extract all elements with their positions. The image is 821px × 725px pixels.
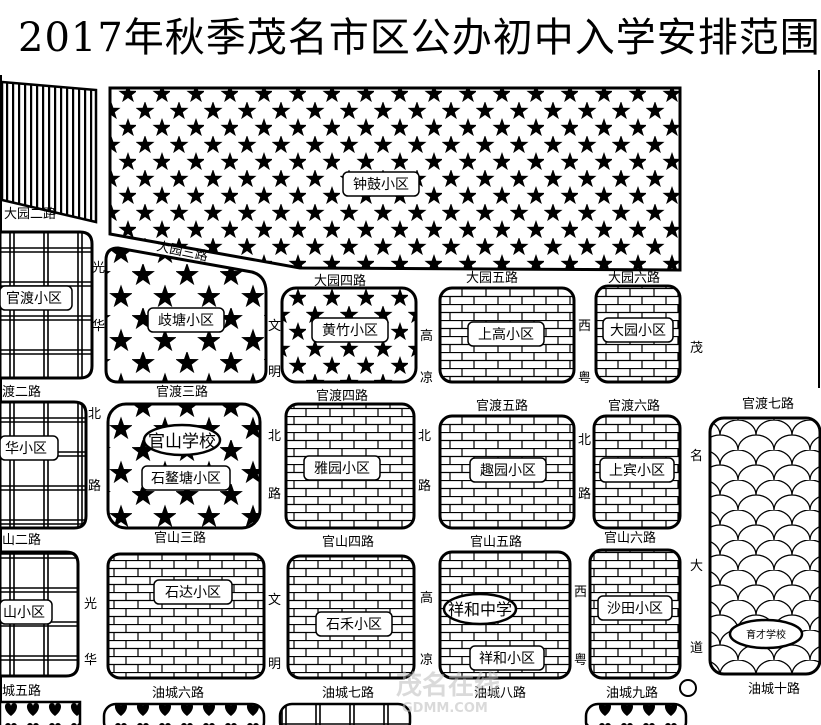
block-shanggao: 上高小区 <box>438 286 576 384</box>
road-dayuan6: 大园六路 <box>608 270 660 286</box>
road-xiyue-1a: 西 <box>578 319 591 334</box>
road-wenming-1a: 文 <box>268 319 281 334</box>
block-huangzhu: 黄竹小区 <box>280 286 418 384</box>
road-maoming-b: 名 <box>690 448 703 464</box>
block-shihe: 石禾小区 <box>286 554 416 680</box>
road-dayuan4: 大园四路 <box>314 273 366 289</box>
road-youcheng6: 油城六路 <box>152 685 204 701</box>
road-beilu-4a: 北 <box>578 433 591 448</box>
watermark: 茂名在线 GDMM.COM <box>396 670 500 716</box>
watermark-main: 茂名在线 <box>396 670 500 701</box>
road-beilu-3a: 北 <box>418 429 431 444</box>
block-xianghe-label: 祥和小区 <box>479 651 535 667</box>
road-gaoliang-2a: 高 <box>420 590 433 606</box>
block-dayuan-label: 大园小区 <box>610 323 666 339</box>
road-guandu3: 官渡三路 <box>156 384 208 400</box>
block-jitang-label: 歧塘小区 <box>158 313 214 329</box>
block-zhonggu-label: 钟鼓小区 <box>353 176 409 193</box>
road-guandu5: 官渡五路 <box>476 398 528 414</box>
road-beilu-1a: 北 <box>88 407 101 422</box>
road-xiyue-1b: 粤 <box>578 370 591 386</box>
road-guandu4: 官渡四路 <box>316 388 368 404</box>
road-gaoliang-1a: 高 <box>420 328 433 344</box>
road-beilu-4b: 路 <box>578 486 591 502</box>
school-yucai-label: 育才学校 <box>746 628 786 641</box>
block-shanggao-label: 上高小区 <box>478 326 534 343</box>
road-guanshan5: 官山五路 <box>470 534 522 550</box>
block-yayuan-label: 雅园小区 <box>314 461 370 477</box>
block-shatian: 沙田小区 <box>588 548 682 680</box>
school-guanshan-label: 官山学校 <box>148 432 216 452</box>
road-guanshan2: 山二路 <box>2 532 41 548</box>
road-youcheng8: 油城八路 <box>474 685 526 701</box>
block-guandu: 官渡小区 <box>0 230 94 380</box>
road-xiyue-2a: 西 <box>574 585 587 600</box>
road-beilu-2a: 北 <box>268 429 281 444</box>
block-shiaotang-label: 石鳌塘小区 <box>151 470 221 487</box>
road-dayuan2: 大园二路 <box>4 206 56 222</box>
road-beilu-3b: 路 <box>418 478 431 494</box>
road-guandu7: 官渡七路 <box>742 396 794 412</box>
block-shida: 石达小区 <box>106 552 266 680</box>
road-maoming-a: 茂 <box>690 341 703 356</box>
block-zhonggu: 钟鼓小区 <box>108 86 682 272</box>
road-guandu2: 渡二路 <box>2 384 41 400</box>
road-guanghua-1b: 华 <box>92 319 105 334</box>
road-guanghua-2b: 华 <box>84 653 97 668</box>
block-guandu-label: 官渡小区 <box>6 291 62 307</box>
road-gaoliang-1b: 凉 <box>420 371 433 386</box>
block-huaxiao: 华小区 <box>0 400 88 530</box>
block-shatian-label: 沙田小区 <box>607 601 663 617</box>
map-title: 2017年秋季茂名市区公办初中入学安排范围图 <box>18 15 821 61</box>
road-youcheng10: 油城十路 <box>748 681 800 697</box>
block-huangzhu-label: 黄竹小区 <box>322 322 378 339</box>
road-wenming-2a: 文 <box>268 593 281 608</box>
top-left-stripe-area <box>0 80 98 224</box>
block-quyuan: 趣园小区 <box>438 414 576 530</box>
block-yayuan: 雅园小区 <box>284 402 416 530</box>
block-shiaotang: 官山学校 石鳌塘小区 <box>106 402 262 530</box>
block-jitang: 歧塘小区 <box>104 246 268 384</box>
road-wenming-1b: 明 <box>268 365 281 380</box>
block-shanxiao: 山小区 <box>0 550 80 678</box>
block-xianghe: 祥和中学 祥和小区 <box>438 550 572 680</box>
road-beilu-1b: 路 <box>88 478 101 494</box>
road-guanshan3: 官山三路 <box>154 530 206 546</box>
road-guandu6: 官渡六路 <box>608 398 660 414</box>
block-shanxiao-label: 山小区 <box>3 605 45 621</box>
road-maoming-c: 大 <box>690 559 703 574</box>
road-gaoliang-2b: 凉 <box>420 653 433 668</box>
block-shangbin-label: 上宾小区 <box>609 463 665 479</box>
road-guanshan6: 官山六路 <box>604 530 656 546</box>
road-guanghua-1a: 光 <box>92 261 105 276</box>
road-maoming-d: 道 <box>690 641 703 656</box>
road-youcheng5: 城五路 <box>2 683 41 699</box>
block-dayuan: 大园小区 <box>594 284 682 384</box>
block-yucai-area: 育才学校 <box>708 416 821 676</box>
block-quyuan-label: 趣园小区 <box>480 463 536 479</box>
road-youcheng9: 油城九路 <box>606 685 658 701</box>
road-guanghua-2a: 光 <box>84 597 97 612</box>
block-shihe-label: 石禾小区 <box>326 617 382 633</box>
road-wenming-2b: 明 <box>268 657 281 672</box>
road-dayuan5: 大园五路 <box>466 270 518 286</box>
road-guanshan4: 官山四路 <box>322 534 374 550</box>
map-canvas: 钟鼓小区 官渡小区 歧塘小区 黄竹小区 上高小区 大园小区 华小区 <box>0 70 821 725</box>
block-shida-label: 石达小区 <box>165 585 221 601</box>
road-youcheng7: 油城七路 <box>322 685 374 701</box>
block-shangbin: 上宾小区 <box>592 414 682 530</box>
road-beilu-2b: 路 <box>268 486 281 502</box>
block-huaxiao-label: 华小区 <box>5 441 47 457</box>
bottom-row-blocks <box>0 679 697 725</box>
school-xianghe-label: 祥和中学 <box>448 600 512 619</box>
road-xiyue-2b: 粤 <box>574 652 587 668</box>
watermark-sub: GDMM.COM <box>402 701 488 716</box>
